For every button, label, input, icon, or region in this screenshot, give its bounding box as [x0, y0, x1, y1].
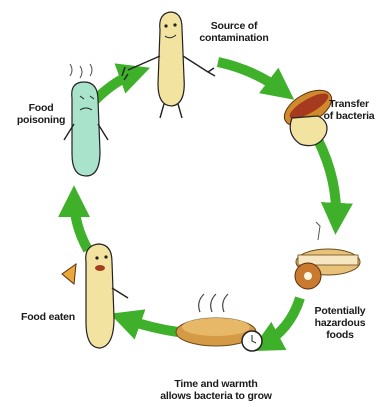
arrow-time-to-eaten [122, 318, 178, 332]
hazardous-foods-icon [295, 222, 360, 289]
sick-person-icon [64, 64, 108, 176]
arrow-source-to-transfer [218, 62, 284, 92]
arrow-hazardous-to-time [262, 298, 300, 345]
arrow-eaten-to-poisoning [74, 198, 88, 250]
stage-label-eaten: Food eaten [21, 311, 83, 323]
stage-label-time: Time and warmth allows bacteria to grow [150, 378, 282, 402]
stage-label-transfer: Transfer of bacteria [318, 98, 380, 122]
warm-pie-and-clock-icon [176, 294, 262, 351]
arrow-transfer-to-hazardous [318, 140, 336, 222]
stage-label-source: Source of contamination [193, 20, 275, 44]
stage-label-hazardous: Potentially hazardous foods [308, 305, 372, 341]
person-eating-icon [62, 244, 128, 348]
stage-label-poisoning: Food poisoning [16, 102, 66, 126]
